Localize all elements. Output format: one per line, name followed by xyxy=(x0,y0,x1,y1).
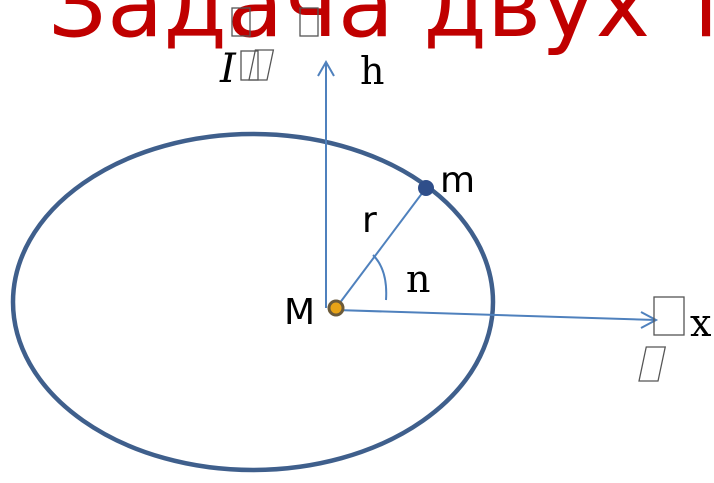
missing-glyph-box xyxy=(248,49,275,81)
missing-glyph-box xyxy=(299,7,319,37)
title: Задача двух те xyxy=(48,0,714,58)
x-axis xyxy=(335,309,657,321)
h-axis-label: h xyxy=(360,49,384,93)
vector-symbol-label: I xyxy=(219,46,237,92)
missing-glyph-box xyxy=(653,296,685,336)
h-axis-arrowhead xyxy=(317,59,335,77)
x-axis-arrowhead xyxy=(640,311,659,329)
large-mass-label: M xyxy=(284,292,315,333)
radius-label: r xyxy=(362,200,377,241)
large-mass-body xyxy=(327,299,345,317)
angle-arc xyxy=(372,254,388,301)
orbit-ellipse xyxy=(10,131,496,473)
missing-glyph-box xyxy=(638,346,667,382)
missing-glyph-box xyxy=(231,7,251,37)
small-mass-body xyxy=(418,180,434,196)
x-axis-label: x xyxy=(690,301,711,345)
angle-label: n xyxy=(406,257,430,301)
small-mass-label: m xyxy=(440,160,475,201)
radius-vector xyxy=(335,187,427,309)
